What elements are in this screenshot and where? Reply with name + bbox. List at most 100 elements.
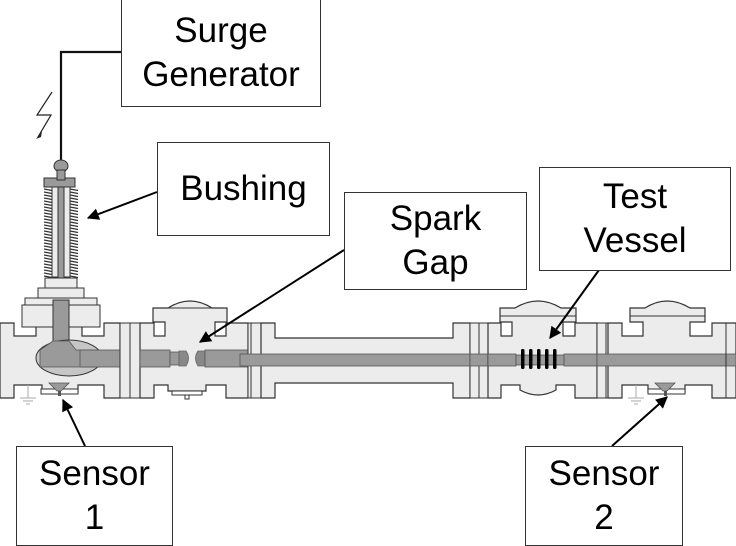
bushing-shed xyxy=(69,266,79,270)
bushing-shed xyxy=(69,236,79,240)
bushing-shed xyxy=(43,257,53,261)
bushing-shed xyxy=(43,239,53,243)
flange xyxy=(469,322,489,399)
bushing-shed xyxy=(69,221,79,225)
bushing-shed xyxy=(43,215,53,219)
test-vessel-arrow xyxy=(549,269,600,339)
bushing-shed xyxy=(69,275,79,279)
sensor-1-arrow xyxy=(62,398,86,447)
bushing-shed xyxy=(43,242,53,246)
bushing-shed xyxy=(69,188,79,192)
surge-generator-label: Surge Generator xyxy=(121,0,321,107)
lightning-bolt-icon xyxy=(35,91,53,139)
bushing-shed xyxy=(69,215,79,219)
bushing-shed xyxy=(69,224,79,228)
insulator-disc xyxy=(521,349,525,369)
bushing-shed xyxy=(43,218,53,222)
bushing-shed xyxy=(43,236,53,240)
bushing-arrow xyxy=(86,191,158,220)
sensor-2-device xyxy=(647,382,686,396)
test-object-insulator-discs xyxy=(521,349,557,369)
insulator-disc xyxy=(553,349,557,369)
sensor-1-label-line2: 1 xyxy=(84,498,105,537)
bushing-shed xyxy=(69,200,79,204)
bushing-label: Bushing xyxy=(157,142,330,236)
bushing-shed xyxy=(43,233,53,237)
bushing-shed xyxy=(69,272,79,276)
bushing-shed xyxy=(43,227,53,231)
bushing-shed xyxy=(69,197,79,201)
bushing-shed xyxy=(43,191,53,195)
test-vessel-label-line1: Test xyxy=(602,177,668,216)
bushing-shed xyxy=(69,233,79,237)
bushing-shed xyxy=(43,200,53,204)
bushing-shed xyxy=(43,209,53,213)
insulator-disc xyxy=(529,349,533,369)
bushing-sheds-right xyxy=(69,188,79,279)
bushing-shed xyxy=(69,212,79,216)
bushing-shed xyxy=(43,269,53,273)
test-vessel-housing xyxy=(487,300,598,399)
bushing-shed xyxy=(43,251,53,255)
spark-gap-label: Spark Gap xyxy=(344,192,527,290)
bushing-shed xyxy=(43,272,53,276)
bushing-sheds-left xyxy=(43,188,53,279)
sensor-2-label-line1: Sensor xyxy=(548,454,660,493)
bushing-shed xyxy=(69,254,79,258)
bushing-shed xyxy=(43,194,53,198)
bushing-shed xyxy=(43,197,53,201)
spark-gap-arrow xyxy=(198,249,345,343)
ground-icon xyxy=(628,385,644,405)
bushing-shed xyxy=(43,206,53,210)
bushing-shed xyxy=(69,206,79,210)
bushing-label-text: Bushing xyxy=(180,169,307,208)
sensor-1-label-line1: Sensor xyxy=(39,454,150,493)
bushing-shed xyxy=(69,245,79,249)
bushing-shed xyxy=(43,224,53,228)
bushing-shed xyxy=(69,248,79,252)
bushing-shed xyxy=(69,269,79,273)
bushing-shed xyxy=(43,248,53,252)
bushing-shed xyxy=(43,245,53,249)
spark-gap-label-line2: Gap xyxy=(402,243,469,282)
long-pipe-section xyxy=(239,322,471,399)
bushing-shed xyxy=(43,203,53,207)
insulator-disc xyxy=(545,349,549,369)
ground-icon xyxy=(20,385,36,405)
bushing-shed xyxy=(43,275,53,279)
bushing-enclosure xyxy=(0,299,121,399)
surge-lead-wire xyxy=(59,50,121,162)
surge-generator-label-line1: Surge xyxy=(174,10,268,50)
spark-gap-electrode-left xyxy=(178,350,189,367)
bushing-shed xyxy=(43,188,53,192)
bushing-shed xyxy=(69,230,79,234)
spark-gap-housing xyxy=(139,300,249,400)
spark-gap-electrode-right xyxy=(195,350,206,367)
bushing-shed xyxy=(69,209,79,213)
insulator-disc xyxy=(537,349,541,369)
sensor-1-device xyxy=(40,382,79,396)
bushing-shed xyxy=(69,239,79,243)
bushing-shed xyxy=(69,251,79,255)
bushing-shed xyxy=(69,260,79,264)
bushing-shed xyxy=(69,194,79,198)
bushing-shed xyxy=(43,263,53,267)
surge-generator-label-line2: Generator xyxy=(142,54,300,94)
spark-gap-label-line1: Spark xyxy=(389,199,482,238)
test-vessel-label: Test Vessel xyxy=(539,167,731,271)
sensor-2-label-line2: 2 xyxy=(594,498,614,537)
bushing-shed xyxy=(69,218,79,222)
bushing-shed xyxy=(43,254,53,258)
bushing-shed xyxy=(69,242,79,246)
sensor-2-label: Sensor 2 xyxy=(525,446,683,546)
sensor-1-label: Sensor 1 xyxy=(16,446,173,546)
sensor-2-arrow xyxy=(611,396,668,447)
bushing-shed xyxy=(43,260,53,264)
bushing-shed xyxy=(69,257,79,261)
bushing-shed xyxy=(69,227,79,231)
flange xyxy=(119,322,141,399)
bushing-shed xyxy=(69,203,79,207)
bushing-shed xyxy=(43,212,53,216)
bushing-shed xyxy=(43,221,53,225)
